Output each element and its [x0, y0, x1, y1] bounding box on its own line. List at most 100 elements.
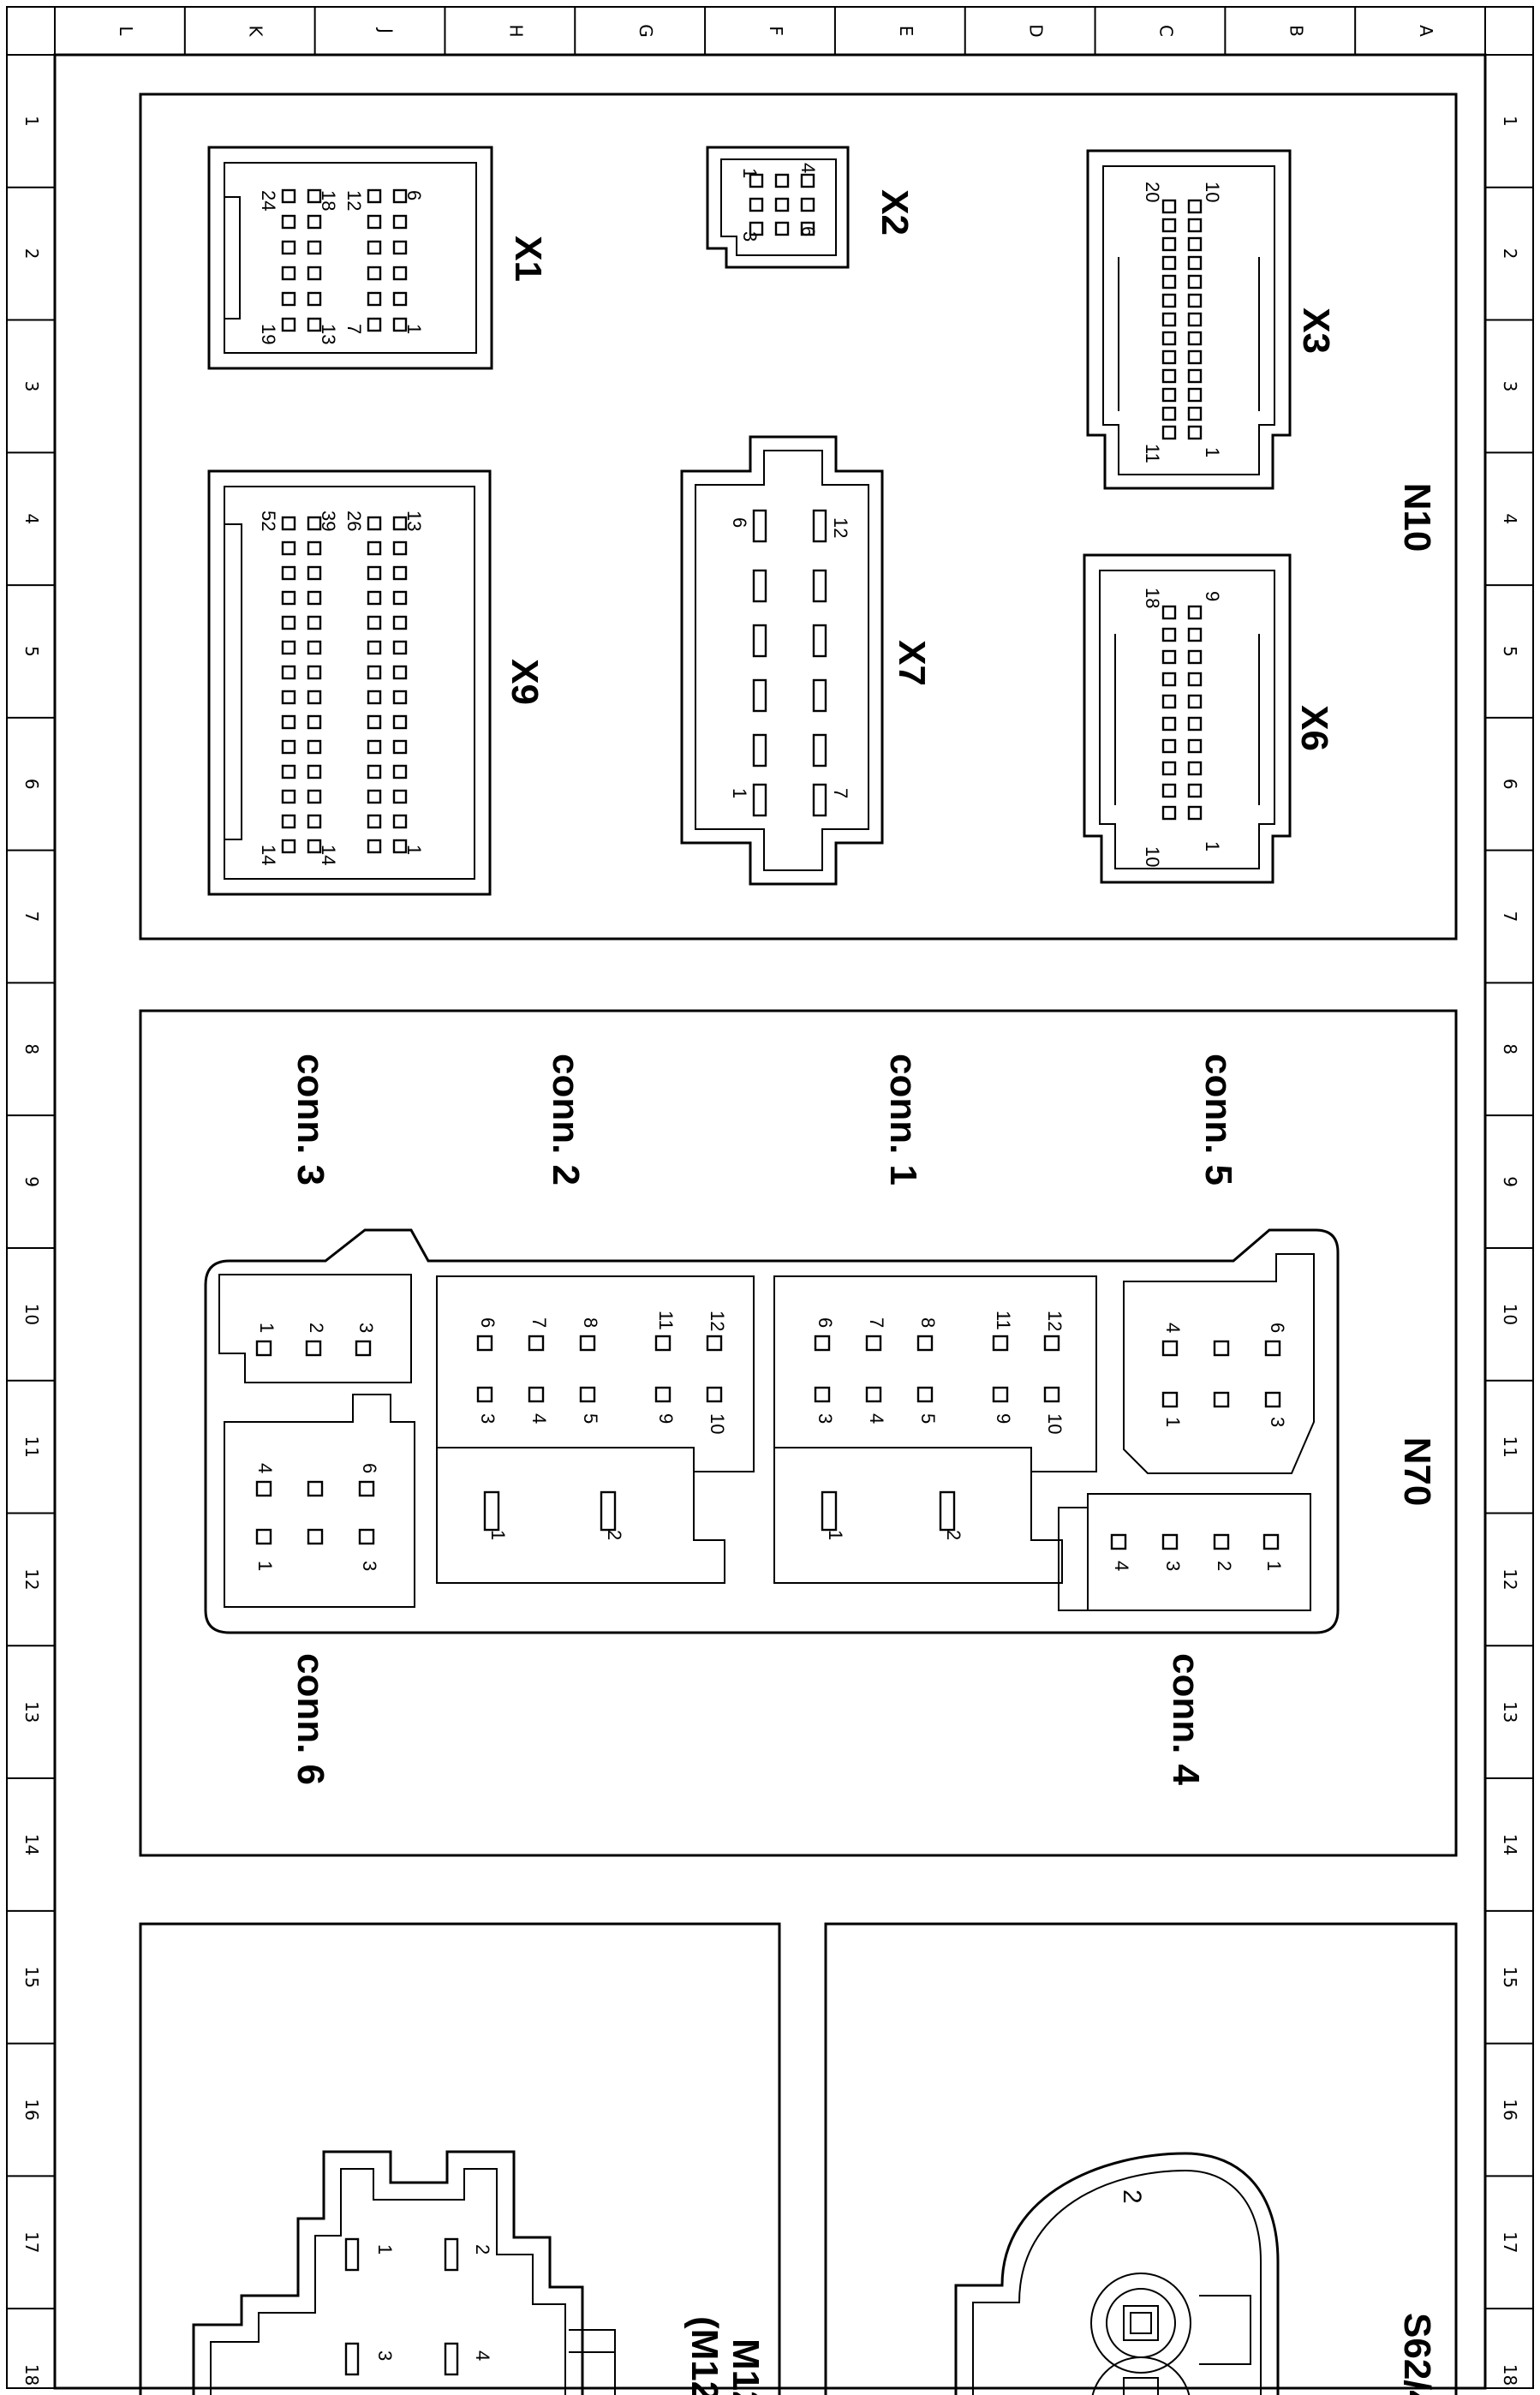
m12-label: M12	[725, 2338, 767, 2395]
x6-pin-cavity	[1161, 805, 1177, 821]
x1-pin-cavity	[281, 317, 296, 332]
s62-panel: S62/4 2	[824, 1922, 1458, 2395]
x9-pin-cavity	[281, 665, 296, 680]
conn2-pin-cavity	[579, 1386, 596, 1403]
x1-pin-1: 1	[403, 324, 425, 334]
conn1-pin-7: 7	[866, 1317, 887, 1328]
x7-blade	[812, 509, 827, 543]
grid-row-label-left: 13	[21, 1701, 42, 1723]
conn2-pin-3: 3	[477, 1413, 498, 1424]
grid-row-label-left: 5	[21, 646, 42, 657]
x9-pin-cavity	[307, 615, 322, 630]
x6-pin-cavity	[1161, 694, 1177, 709]
grid-col-label: J	[376, 27, 397, 33]
conn5-pin-cavity	[1264, 1340, 1281, 1357]
x6-pin-cavity	[1161, 627, 1177, 642]
x9-pin-14a: 14	[258, 845, 279, 865]
conn1-pin-cavity	[865, 1386, 882, 1403]
x1-pin-18: 18	[318, 190, 339, 211]
grid-col-label: H	[505, 24, 526, 37]
x6-pin-cavity	[1161, 716, 1177, 732]
grid-row-label-right: 1	[1500, 116, 1520, 127]
conn5-pin-cavity	[1264, 1391, 1281, 1408]
conn5-pin-4: 4	[1162, 1323, 1184, 1333]
x9-pin-cavity	[367, 640, 382, 655]
conn5-pin-6: 6	[1267, 1323, 1288, 1333]
conn3-label: conn. 3	[289, 1054, 331, 1186]
x1-pin-cavity	[392, 266, 408, 281]
connector-x9: 52 39 26 13 14 14 1 X9	[207, 469, 546, 896]
conn2-pin-10: 10	[707, 1413, 728, 1434]
x3-pin-cavity	[1187, 199, 1203, 214]
grid-row-label-left: 15	[21, 1966, 42, 1987]
conn3-pin-3: 3	[355, 1323, 377, 1333]
conn2-pin-cavity	[579, 1335, 596, 1352]
x1-pin-cavity	[392, 317, 408, 332]
x9-pin-14b: 14	[318, 845, 339, 865]
grid-col-label: D	[1026, 24, 1047, 37]
m12-pin-2: 2	[472, 2244, 493, 2255]
x7-label: X7	[891, 640, 933, 686]
x9-pin-cavity	[367, 590, 382, 606]
x2-pin-cavity	[749, 197, 764, 212]
x9-pin-cavity	[367, 665, 382, 680]
x1-pin-24: 24	[258, 190, 279, 211]
x7-pin-6: 6	[729, 517, 750, 528]
m12-panel: M12 (M12/1 1 2 3 4	[139, 1922, 781, 2395]
x9-pin-1: 1	[403, 845, 425, 855]
x7-blade	[752, 733, 767, 767]
x3-pin-cavity	[1161, 425, 1177, 440]
conn3-pin-2: 2	[306, 1323, 327, 1333]
conn4-pins: 4 3 2 1	[1111, 1561, 1285, 1571]
x6-pin-cavity	[1161, 605, 1177, 620]
grid-row-label-right: 11	[1500, 1436, 1520, 1457]
x1-pin-cavity	[392, 291, 408, 307]
x3-pin-cavity	[1161, 312, 1177, 327]
x1-pin-cavity	[392, 240, 408, 255]
conn1-pin-cavity	[916, 1335, 934, 1352]
m12-pin-1: 1	[374, 2244, 396, 2255]
x7-blade	[752, 509, 767, 543]
x9-pin-cavity	[307, 665, 322, 680]
x1-pin-6: 6	[403, 190, 425, 200]
conn2-pin-9: 9	[655, 1413, 677, 1424]
conn2-pin-2: 2	[604, 1530, 625, 1540]
conn6-pins: 4 6 1 3	[254, 1463, 380, 1571]
connector-x2: 1 4 3 6 X2	[706, 146, 916, 269]
grid-row-label-right: 17	[1500, 2231, 1520, 2253]
conn1-pin-9: 9	[993, 1413, 1014, 1424]
x3-pin-cavity	[1187, 331, 1203, 346]
x6-pin-9: 9	[1202, 591, 1223, 601]
conn2-pin-cavity	[528, 1335, 545, 1352]
x3-pin-cavity	[1161, 199, 1177, 214]
x2-pin-3: 3	[739, 231, 761, 242]
x2-pin-cavity	[774, 221, 790, 236]
x3-pin-11: 11	[1142, 444, 1163, 463]
x9-pin-cavity	[281, 615, 296, 630]
x9-pin-cavity	[281, 590, 296, 606]
x9-pin-cavity	[281, 839, 296, 854]
conn1-pin-8: 8	[917, 1317, 939, 1328]
x6-pin-cavity	[1187, 672, 1203, 687]
conn1-pin-10: 10	[1044, 1413, 1065, 1434]
conn6-pin-cavity	[255, 1528, 272, 1545]
x3-pin-cavity	[1161, 331, 1177, 346]
conn2-pin-11: 11	[655, 1311, 677, 1330]
grid-row-label-right: 7	[1500, 911, 1520, 923]
x6-pin-cavity	[1161, 783, 1177, 798]
x9-pin-cavity	[281, 789, 296, 804]
x9-pin-cavity	[281, 739, 296, 755]
grid-row-label-left: 11	[21, 1436, 42, 1457]
conn6-pin-1: 1	[254, 1561, 276, 1571]
conn4-pin-cavity	[1213, 1533, 1230, 1550]
x2-pin-cavity	[800, 197, 815, 212]
grid-col-label: C	[1155, 25, 1176, 37]
grid-row-label-left: 14	[21, 1834, 42, 1855]
conn6-pin-cavity	[358, 1528, 375, 1545]
x7-blade	[752, 678, 767, 713]
grid-row-label-right: 2	[1500, 248, 1520, 260]
x3-label: X3	[1295, 308, 1337, 354]
x9-pin-cavity	[392, 714, 408, 730]
conn4-pin-3: 3	[1162, 1561, 1184, 1571]
x9-pin-cavity	[367, 714, 382, 730]
